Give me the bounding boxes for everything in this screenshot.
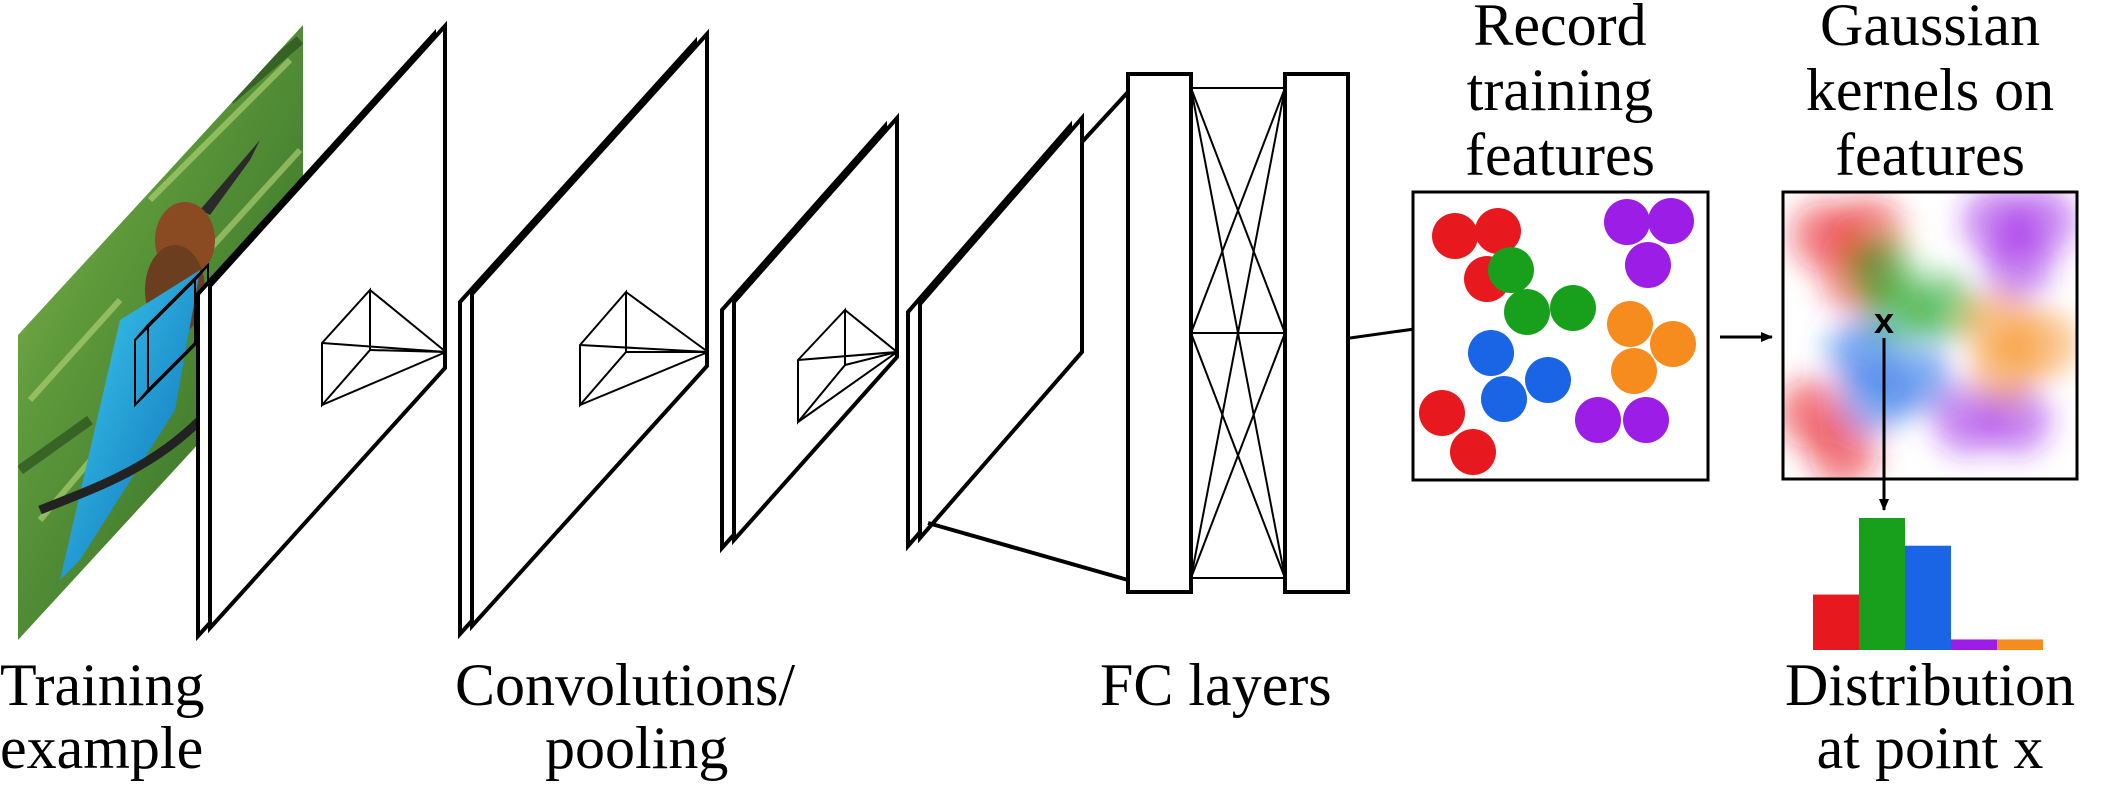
query-point-marker: x [1874, 300, 1894, 341]
conv-layer-3 [720, 112, 899, 554]
bird-wing [60, 270, 200, 580]
feature-point-red [1419, 390, 1465, 436]
feature-point-green [1550, 285, 1596, 331]
bird-beak [200, 140, 260, 215]
feature-point-blue [1481, 376, 1527, 422]
feature-point-purple [1575, 397, 1621, 443]
feature-point-red [1432, 213, 1478, 259]
feature-point-purple [1625, 242, 1671, 288]
conv-to-fc-lines [927, 90, 1130, 582]
fc-layer-1 [1126, 72, 1193, 594]
bar-orange [1997, 639, 2043, 650]
feature-point-orange [1650, 321, 1696, 367]
kernel-blob-purple [1984, 231, 2052, 299]
feature-point-red [1450, 429, 1496, 475]
feature-point-orange [1607, 301, 1653, 347]
label-record-line3: features [1465, 122, 1655, 188]
label-conv-line1: Convolutions/ [455, 652, 795, 718]
label-gaussian-line3: features [1835, 122, 2025, 188]
gaussian-kernel-heatmap [1783, 192, 2077, 479]
bar-red [1813, 594, 1859, 650]
conv-layer-1 [196, 20, 447, 642]
bar-purple [1951, 639, 1997, 650]
branch [38, 416, 204, 515]
bar-green [1859, 518, 1905, 650]
kernel-blob-red [1809, 418, 1877, 479]
feature-point-green [1488, 247, 1534, 293]
feature-scatter-points [1419, 198, 1696, 475]
fc-layers [1126, 72, 1350, 594]
kernel-blob-purple [1934, 386, 2002, 454]
kernel-blob-blue [1884, 346, 1952, 414]
kernel-blob-green [1909, 274, 1977, 342]
conv-layer-2 [458, 28, 709, 640]
feature-point-orange [1611, 348, 1657, 394]
label-record-line1: Record [1473, 0, 1646, 58]
label-fc-layers: FC layers [1100, 652, 1332, 718]
feature-point-red [1475, 208, 1521, 254]
conv-kernel-2 [579, 289, 709, 408]
feature-point-blue [1525, 357, 1571, 403]
fc-connections [1190, 87, 1286, 579]
label-distribution-line2: at point x [1817, 715, 2044, 781]
label-training-line2: example [0, 715, 203, 781]
label-record-line2: training [1467, 57, 1654, 123]
label-gaussian-line1: Gaussian [1820, 0, 2040, 58]
label-training-line1: Training [0, 652, 205, 718]
label-distribution-line1: Distribution [1785, 652, 2075, 718]
feature-point-purple [1623, 397, 1669, 443]
label-gaussian-line2: kernels on [1806, 57, 2054, 123]
feature-point-purple [1604, 199, 1650, 245]
feature-point-green [1504, 289, 1550, 335]
feature-point-blue [1468, 330, 1514, 376]
bar-blue [1905, 545, 1951, 650]
label-conv-line2: pooling [545, 715, 728, 781]
conv-layer-4 [906, 112, 1084, 552]
fc-layer-2 [1283, 72, 1350, 594]
kernel-blob-orange [1970, 337, 2038, 405]
feature-point-purple [1648, 198, 1694, 244]
conv-kernel-1 [321, 287, 447, 408]
distribution-chart [1813, 518, 2043, 650]
conv-kernel-3 [797, 307, 898, 425]
gaussian-kernel-panel [1781, 190, 2079, 481]
